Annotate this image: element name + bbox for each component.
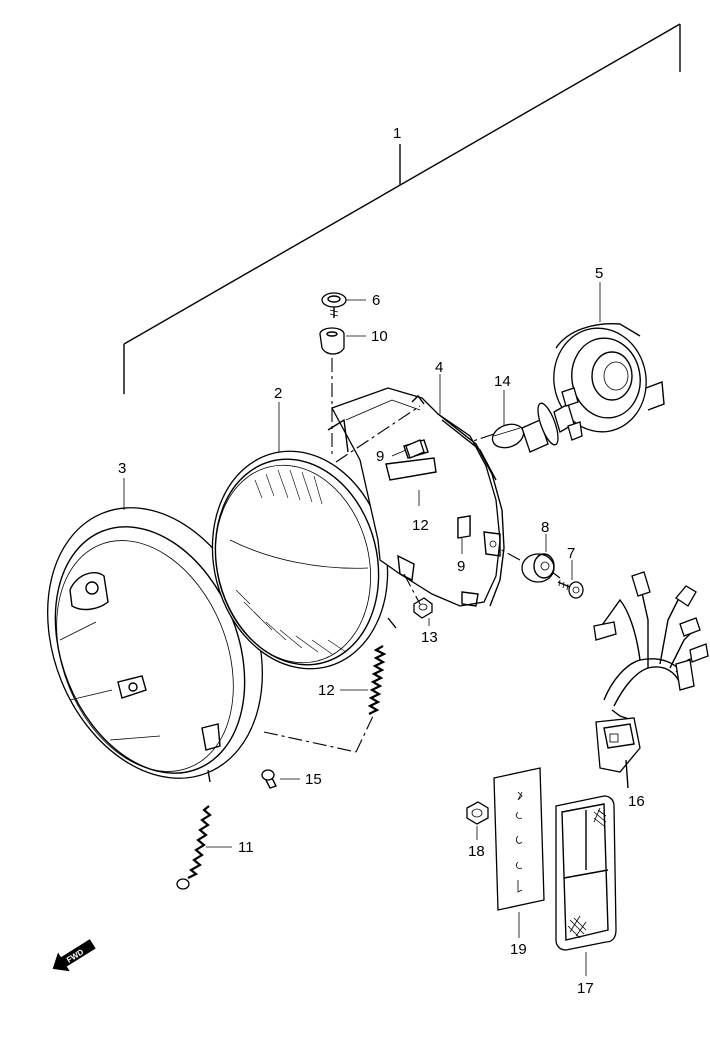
callout-12b: 12 xyxy=(318,682,335,699)
assembly-bracket-1 xyxy=(123,23,681,394)
callout-9a: 9 xyxy=(376,448,384,465)
nut-13 xyxy=(413,597,433,619)
wiring-harness-16 xyxy=(593,571,709,789)
nut-18 xyxy=(466,801,489,825)
callout-18: 18 xyxy=(468,843,485,860)
callout-9b: 9 xyxy=(457,558,465,575)
headlamp-housing xyxy=(327,387,505,607)
callout-4: 4 xyxy=(435,359,443,376)
callout-7: 7 xyxy=(567,545,575,562)
callouts: 1 2 3 4 5 6 7 8 9 9 10 11 12 12 13 14 15… xyxy=(118,125,645,997)
callout-11: 11 xyxy=(238,839,254,856)
clip-9a xyxy=(405,439,425,459)
callout-15: 15 xyxy=(305,771,322,788)
leader-lines xyxy=(123,282,601,976)
callout-14: 14 xyxy=(494,373,511,390)
callout-3: 3 xyxy=(118,460,126,477)
callout-8: 8 xyxy=(541,519,549,536)
callout-1: 1 xyxy=(393,125,401,142)
alignment-lines xyxy=(263,358,561,753)
screw-15 xyxy=(261,769,277,789)
callout-2: 2 xyxy=(274,385,282,402)
callout-19: 19 xyxy=(510,941,527,958)
forward-arrow-icon: FWD xyxy=(52,939,96,972)
callout-13: 13 xyxy=(421,629,438,646)
reflector-17 xyxy=(555,795,617,951)
headlamp-bulb xyxy=(491,387,583,453)
grommet-10 xyxy=(319,327,345,355)
cushion-8 xyxy=(521,553,555,583)
callout-10: 10 xyxy=(371,328,388,345)
clip-9b xyxy=(457,515,471,539)
callout-16: 16 xyxy=(628,793,645,810)
screw-6 xyxy=(321,292,347,318)
callout-5: 5 xyxy=(595,265,603,282)
screw-11 xyxy=(176,805,212,890)
callout-12a: 12 xyxy=(412,517,429,534)
callout-6: 6 xyxy=(372,292,380,309)
bulb-cover xyxy=(553,323,665,433)
headlamp-lens-unit xyxy=(211,450,397,670)
spring-12 xyxy=(367,645,387,715)
callout-17: 17 xyxy=(577,980,594,997)
reflector-plate-19 xyxy=(493,767,545,911)
screw-7 xyxy=(557,579,584,599)
